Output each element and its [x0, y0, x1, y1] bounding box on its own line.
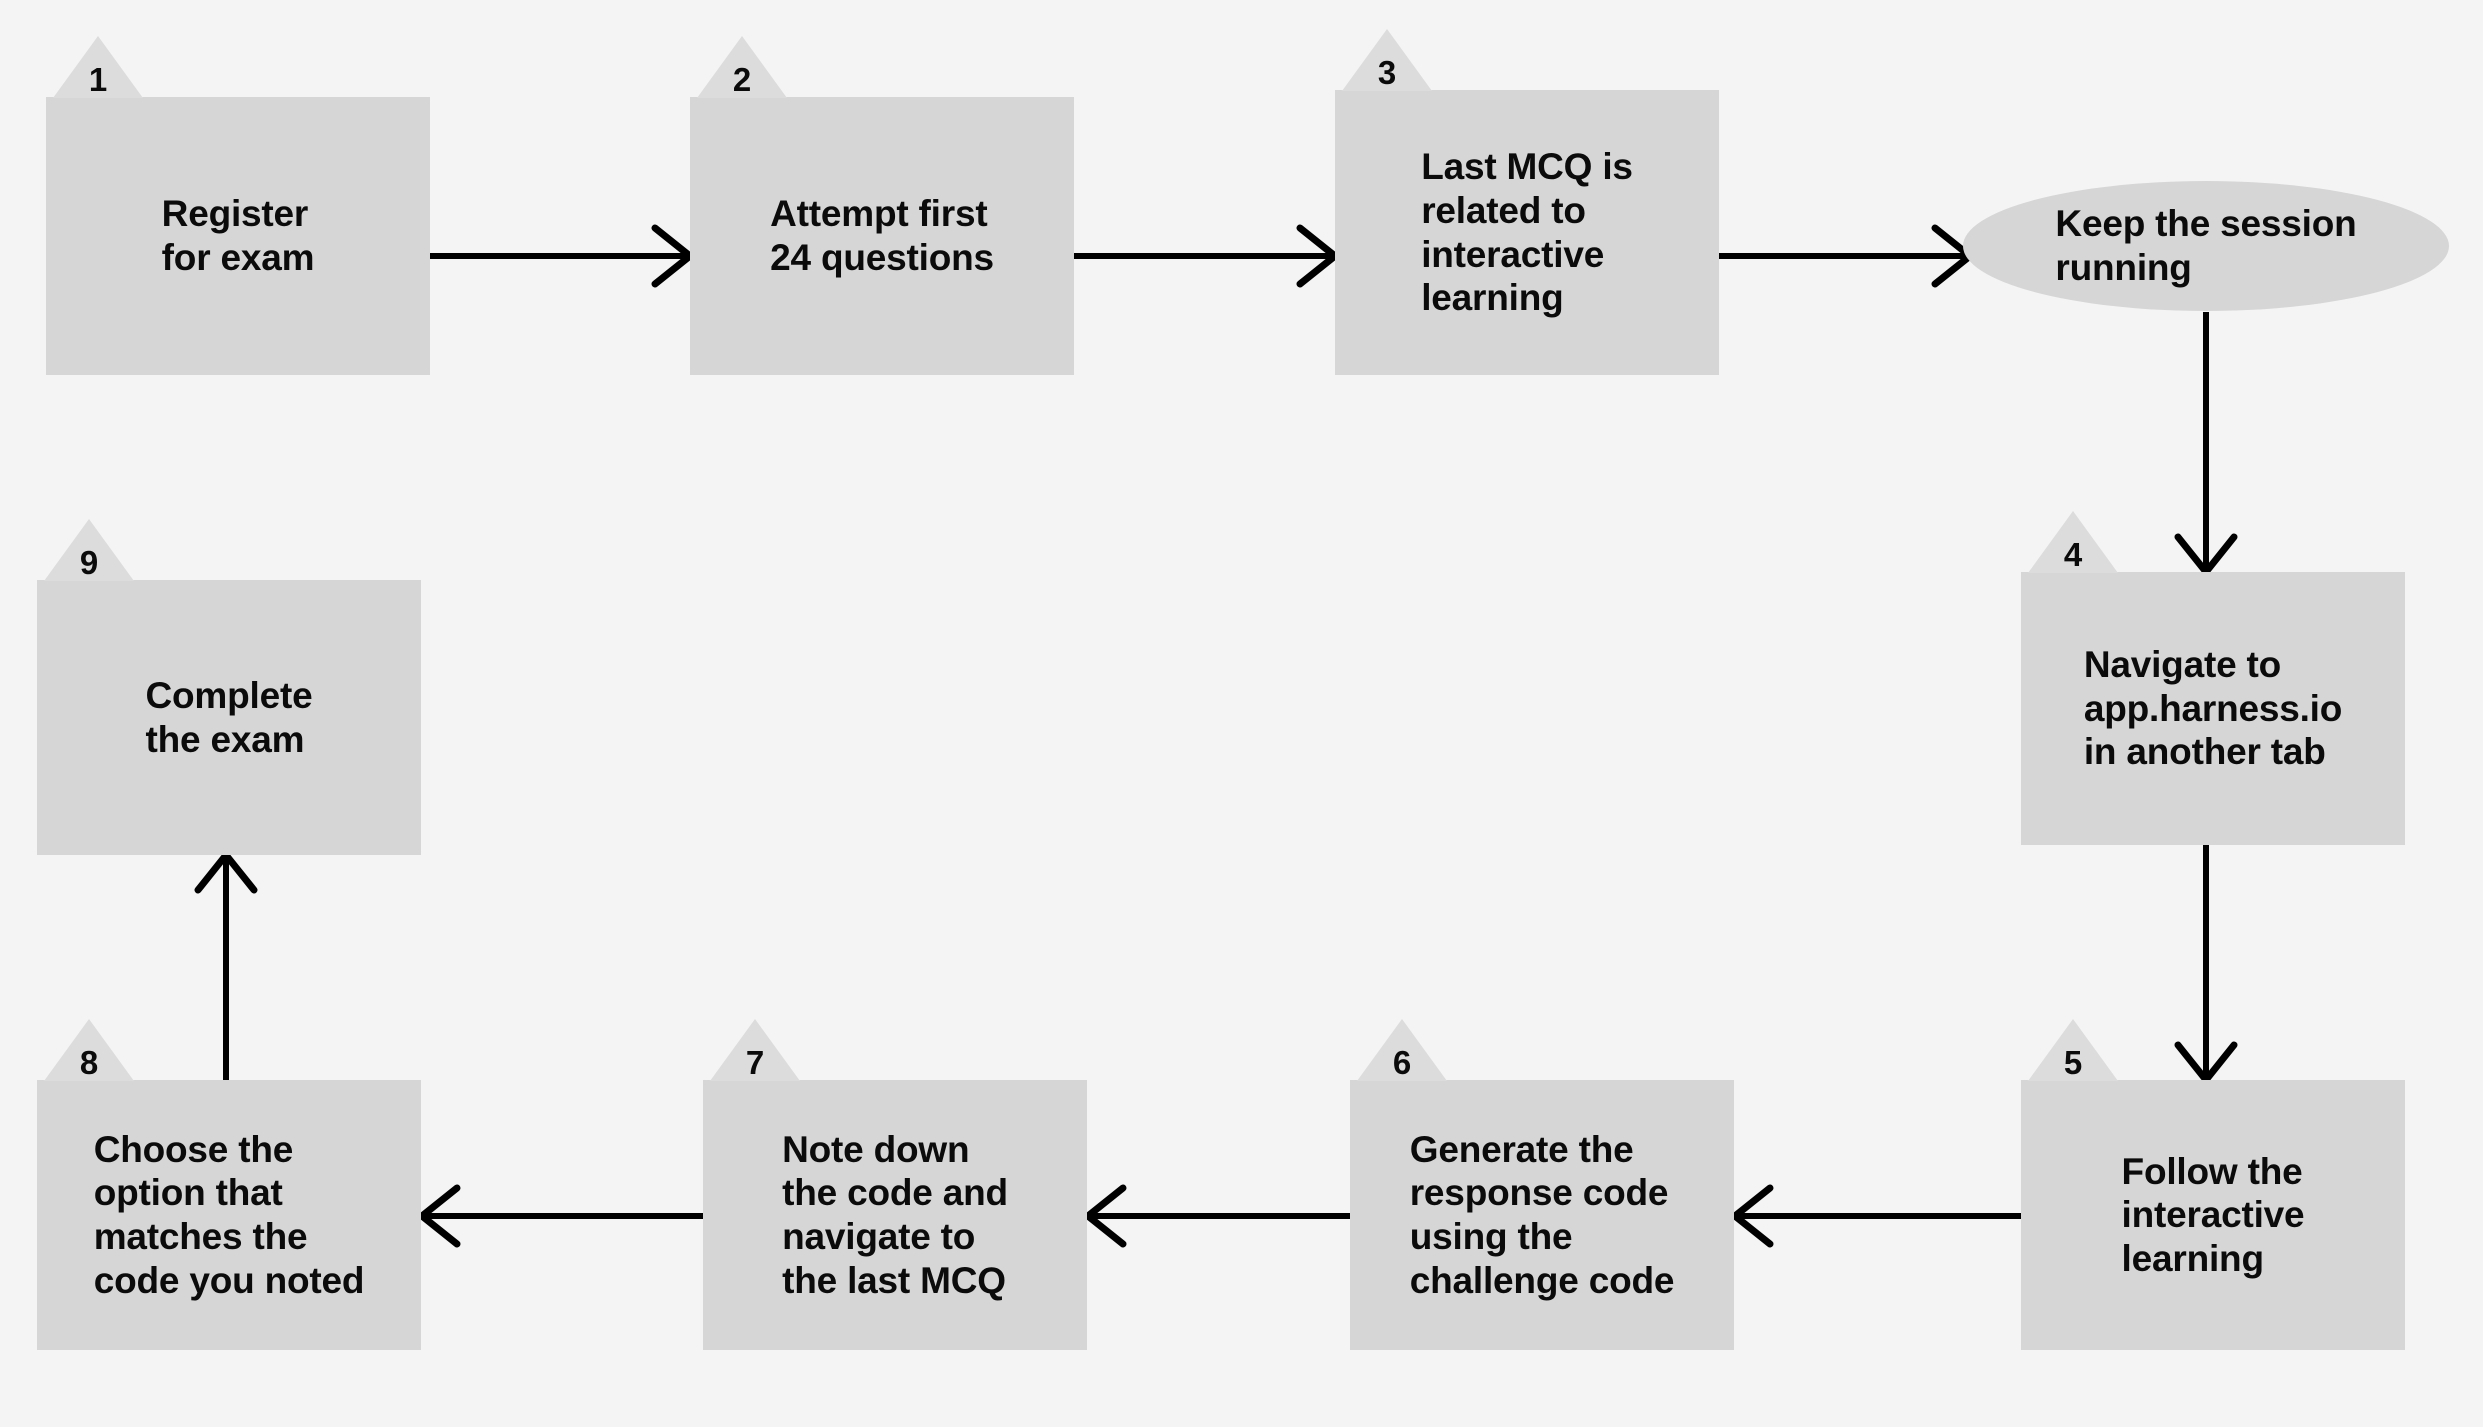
node-attempt-first-24-questions[interactable]: Attempt first 24 questions 2 [690, 36, 1074, 375]
triangle-icon [53, 36, 143, 98]
node-step-badge: 5 [2028, 1019, 2118, 1081]
edge-keepsession-to-navigate [2174, 312, 2238, 576]
edge-navigate-to-follow [2174, 845, 2238, 1084]
node-label: Follow the interactive learning [2121, 1150, 2305, 1279]
node-step-number: 2 [732, 61, 752, 98]
node-shape-rectangle: Follow the interactive learning [2021, 1080, 2405, 1350]
edge-generate-to-notedown [1084, 1184, 1350, 1248]
node-step-number: 1 [88, 61, 108, 98]
node-label: Last MCQ is related to interactive learn… [1421, 146, 1633, 319]
node-label: Register for exam [161, 193, 315, 278]
triangle-icon [697, 36, 787, 98]
triangle-icon [44, 519, 134, 581]
node-generate-the-response-code[interactable]: Generate the response code using the cha… [1350, 1019, 1734, 1350]
node-label: Navigate to app.harness.io in another ta… [2083, 644, 2343, 773]
edge-register-to-attempt [430, 224, 694, 288]
node-complete-the-exam[interactable]: Complete the exam 9 [37, 519, 421, 855]
node-step-number: 4 [2063, 536, 2083, 573]
node-step-badge: 3 [1342, 29, 1432, 91]
triangle-icon [1357, 1019, 1447, 1081]
node-shape-ellipse: Keep the session running [1963, 181, 2449, 311]
node-step-badge: 4 [2028, 511, 2118, 573]
node-shape-rectangle: Complete the exam [37, 580, 421, 855]
node-label: Complete the exam [145, 674, 313, 760]
triangle-icon [44, 1019, 134, 1081]
node-step-number: 3 [1377, 54, 1397, 91]
node-choose-the-matching-option[interactable]: Choose the option that matches the code … [37, 1019, 421, 1350]
node-register-for-exam[interactable]: Register for exam 1 [46, 36, 430, 375]
node-step-badge: 1 [53, 36, 143, 98]
node-label: Keep the session running [2055, 203, 2357, 288]
edge-notedown-to-choose [418, 1184, 703, 1248]
edge-follow-to-generate [1731, 1184, 2021, 1248]
node-label: Note down the code and navigate to the l… [782, 1128, 1008, 1301]
node-shape-rectangle: Generate the response code using the cha… [1350, 1080, 1734, 1350]
node-step-number: 6 [1392, 1044, 1412, 1081]
node-last-mcq-interactive-learning[interactable]: Last MCQ is related to interactive learn… [1335, 29, 1719, 375]
node-shape-rectangle: Attempt first 24 questions [690, 97, 1074, 375]
node-shape-rectangle: Register for exam [46, 97, 430, 375]
node-label: Generate the response code using the cha… [1409, 1128, 1675, 1301]
node-note-down-the-code[interactable]: Note down the code and navigate to the l… [703, 1019, 1087, 1350]
node-step-badge: 9 [44, 519, 134, 581]
triangle-icon [2028, 1019, 2118, 1081]
node-step-number: 9 [79, 544, 99, 581]
edge-choose-to-complete [194, 851, 258, 1080]
node-step-badge: 8 [44, 1019, 134, 1081]
node-step-badge: 6 [1357, 1019, 1447, 1081]
node-step-number: 8 [79, 1044, 99, 1081]
node-shape-rectangle: Navigate to app.harness.io in another ta… [2021, 572, 2405, 845]
node-follow-the-interactive-learning[interactable]: Follow the interactive learning 5 [2021, 1019, 2405, 1350]
node-shape-rectangle: Note down the code and navigate to the l… [703, 1080, 1087, 1350]
triangle-icon [2028, 511, 2118, 573]
node-keep-the-session-running[interactable]: Keep the session running [1963, 181, 2449, 311]
node-step-number: 5 [2063, 1044, 2083, 1081]
node-step-number: 7 [745, 1044, 765, 1081]
edge-attempt-to-lastmcq [1074, 224, 1339, 288]
node-navigate-to-app-harness-io[interactable]: Navigate to app.harness.io in another ta… [2021, 511, 2405, 845]
triangle-icon [1342, 29, 1432, 91]
node-shape-rectangle: Choose the option that matches the code … [37, 1080, 421, 1350]
node-shape-rectangle: Last MCQ is related to interactive learn… [1335, 90, 1719, 375]
node-label: Attempt first 24 questions [770, 193, 994, 278]
node-label: Choose the option that matches the code … [93, 1128, 365, 1301]
triangle-icon [710, 1019, 800, 1081]
edge-lastmcq-to-keepsession [1719, 224, 1974, 288]
node-step-badge: 7 [710, 1019, 800, 1081]
node-step-badge: 2 [697, 36, 787, 98]
